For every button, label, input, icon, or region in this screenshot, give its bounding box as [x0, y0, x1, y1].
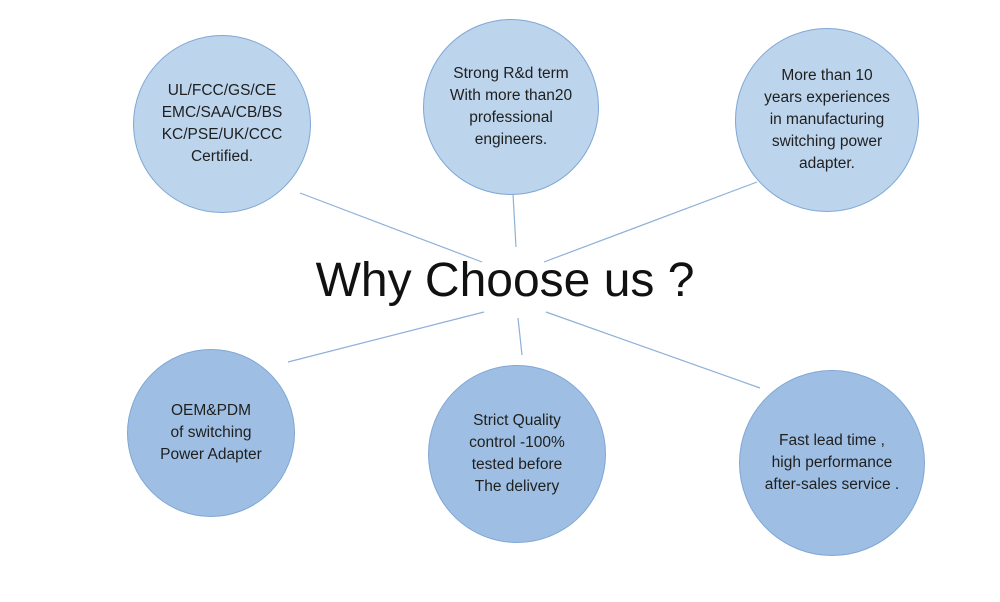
- bubble-rd-team: Strong R&d term With more than20 profess…: [423, 19, 599, 195]
- connector-line-4: [287, 311, 485, 363]
- diagram-title: Why Choose us ?: [315, 254, 695, 307]
- bubble-certifications: UL/FCC/GS/CE EMC/SAA/CB/BS KC/PSE/UK/CCC…: [133, 35, 311, 213]
- bubble-experience: More than 10 years experiences in manufa…: [735, 28, 919, 212]
- connector-line-5: [517, 317, 523, 356]
- connector-line-2: [512, 193, 517, 248]
- connector-line-1: [299, 192, 483, 263]
- bubble-lead-time-service: Fast lead time , high performance after-…: [739, 370, 925, 556]
- bubble-quality-control: Strict Quality control -100% tested befo…: [428, 365, 606, 543]
- connector-line-3: [543, 181, 758, 263]
- connector-line-6: [545, 311, 761, 389]
- bubble-oem-odm: OEM&PDM of switching Power Adapter: [127, 349, 295, 517]
